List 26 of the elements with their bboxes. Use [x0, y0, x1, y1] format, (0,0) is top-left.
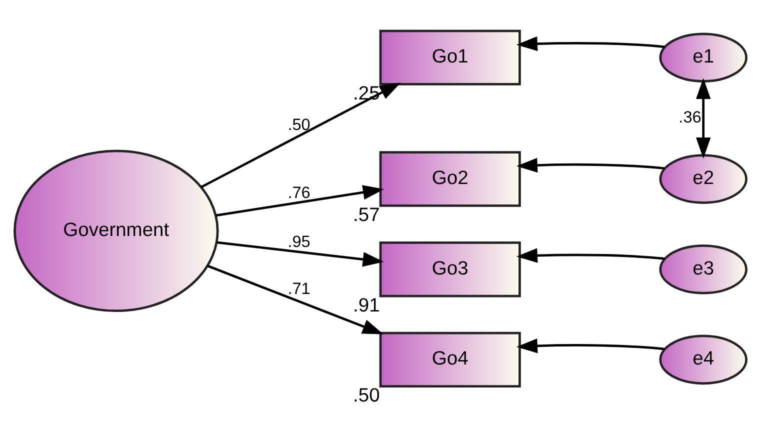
node-box: Go1 [379, 30, 521, 86]
node-ellipse: e1 [659, 32, 748, 82]
arrow [200, 82, 401, 188]
node-label: .91 [353, 295, 380, 316]
edge-label: .36 [678, 108, 702, 126]
node-label: .50 [353, 386, 380, 407]
arrow [516, 338, 665, 354]
node-box: Go4 [379, 332, 521, 388]
arrow [216, 185, 384, 217]
node-label: .57 [353, 205, 380, 226]
arrow [516, 158, 665, 173]
node-box: Go3 [379, 242, 521, 298]
arrow [216, 241, 384, 267]
arrow [516, 248, 665, 263]
arrow [516, 36, 665, 52]
edge-label: .71 [288, 280, 310, 298]
node-ellipse: e3 [659, 244, 748, 294]
node-box: Go2 [379, 151, 521, 207]
arrow [696, 78, 711, 159]
node-ellipse: Government [14, 150, 219, 312]
edge-label: .50 [288, 116, 310, 134]
arrow [207, 264, 384, 334]
node-ellipse: e2 [659, 154, 748, 204]
edge-label: .76 [288, 184, 310, 202]
edge-label: .95 [288, 232, 310, 251]
node-ellipse: e4 [659, 334, 748, 385]
